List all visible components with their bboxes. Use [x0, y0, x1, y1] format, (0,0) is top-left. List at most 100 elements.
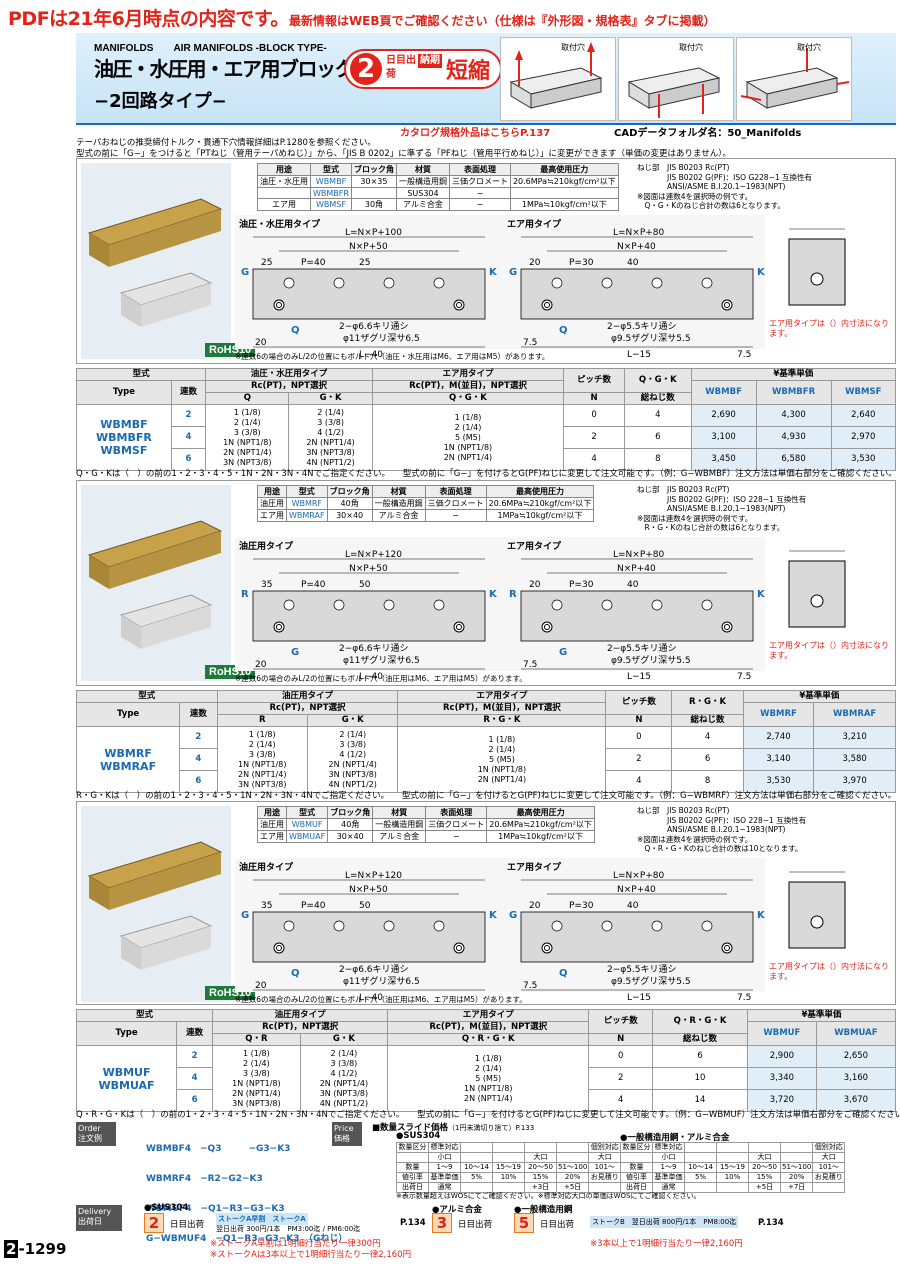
slide-cell	[779, 1142, 814, 1153]
spec-cell: 1MPa≒10kgf/cm²以下	[486, 830, 595, 843]
svg-text:P=40: P=40	[301, 901, 326, 911]
slide-cell	[460, 1152, 493, 1163]
svg-text:Q: Q	[559, 325, 568, 336]
stock-a-box: ストークA早割 ストークA	[216, 1213, 308, 1225]
side-note: エア用タイプは（）内寸法になります。	[769, 962, 889, 981]
price-subheader: R・G・K	[397, 714, 607, 727]
price-header: Q・R・G・K	[652, 1009, 748, 1034]
delivery-sus-label: ●SUS304	[144, 1203, 189, 1213]
pitch-count: 2	[605, 748, 673, 771]
slide-cell: 大口	[748, 1152, 781, 1163]
spec-cell: 三価クロメート	[425, 818, 488, 831]
thread-total: 8	[671, 770, 744, 793]
slide-cell	[716, 1142, 749, 1153]
slide-cell	[460, 1142, 493, 1153]
price-header: 連数	[170, 380, 207, 405]
cad-folder: CADデータフォルダ名：50_Manifolds	[614, 128, 802, 139]
price-cell: 3,670	[815, 1089, 897, 1112]
svg-text:G: G	[509, 910, 517, 921]
svg-text:50: 50	[359, 580, 371, 590]
svg-text:35: 35	[261, 580, 272, 590]
spec-cell	[350, 187, 397, 199]
spec-header: 最高使用圧力	[509, 163, 619, 176]
slide-cell: 数量区分	[620, 1142, 653, 1153]
price-header: ¥基準単価	[742, 690, 897, 703]
slide-cell	[555, 1142, 590, 1153]
stock-a-note1: ※ストークA早割は1明細行当たり一律300円	[210, 1239, 381, 1249]
price-subheader: Q	[205, 392, 290, 405]
spec-cell: 30角	[350, 198, 397, 211]
delivery-al-label: ●アルミ合金	[432, 1205, 482, 1215]
spec-cell: エア用	[257, 509, 287, 522]
torque-note: テーパおねじの推奨締付トルク・貫通下穴情報詳細はP.1280を参照ください。	[76, 138, 376, 148]
svg-text:7.5: 7.5	[737, 993, 751, 1003]
catalog-link[interactable]: カタログ規格外品はこちらP.137	[400, 128, 551, 139]
price-header: Rc(PT)，M(並目)，NPT選択	[387, 1021, 590, 1034]
price-header: ¥基準単価	[746, 1009, 897, 1022]
svg-text:L=N×P+120: L=N×P+120	[345, 550, 402, 560]
thread-options-air: 1 (1/8) 2 (1/4) 5 (M5) 1N (NPT1/8) 2N (N…	[371, 404, 565, 471]
price-subheader-n: N	[563, 392, 625, 405]
slide-cell: 標準対応	[652, 1142, 685, 1153]
stock-b-note: ※3本以上で1明細行当たり一律2,160円	[590, 1239, 743, 1249]
pitch-count: 2	[588, 1067, 654, 1090]
mount-diagram-2: 取付穴	[618, 37, 734, 121]
price-header: 油圧用タイプ	[212, 1009, 389, 1022]
svg-text:20: 20	[529, 580, 541, 590]
price-cell: 3,580	[813, 748, 896, 771]
price-cell: 4,300	[755, 404, 832, 427]
thread-note-line: Q・R・G・Kのねじ合計の数は10となります。	[637, 844, 803, 853]
thread-note-line: ※図面は連数4を選択時の例です。	[637, 834, 753, 844]
thread-select-note-1: Q・G・Kは（ ）の前の1・2・3・4・5・1N・2N・3N・4Nでご指定くださ…	[76, 469, 897, 479]
thread-note-line: ※図面は連数4を選択時の例です。	[637, 513, 753, 523]
price-cell: 3,210	[813, 726, 896, 749]
svg-text:φ11ザグリ深サ6.5: φ11ザグリ深サ6.5	[343, 975, 420, 987]
price-cell: 2,740	[742, 726, 815, 749]
price-subheader: R	[216, 714, 308, 727]
thread-total: 6	[623, 426, 692, 449]
spec-header: 型式	[310, 163, 352, 176]
block-diagram-icon	[740, 48, 850, 109]
svg-text:K: K	[757, 589, 765, 600]
price-subheader-total: 総ねじ数	[652, 1033, 748, 1046]
slide-cell: 小口	[652, 1152, 685, 1163]
svg-text:2−φ5.5キリ通シ: 2−φ5.5キリ通シ	[607, 964, 677, 975]
thread-note-line: ねじ部 JIS B0203 Rc(PT)	[637, 806, 730, 815]
spec-cell: −	[448, 187, 511, 199]
spec-cell: 20.6MPa≒210kgf/cm²以下	[486, 818, 595, 831]
price-header: 型式	[76, 690, 218, 703]
spec-cell: エア用	[257, 830, 287, 843]
price-header: Type	[75, 702, 181, 727]
spec-header: 用途	[257, 163, 311, 176]
spec-cell: 三価クロメート	[448, 175, 511, 188]
price-header: 型式	[75, 1009, 214, 1022]
side-view	[769, 219, 889, 329]
price-header: Rc(PT)，M(並目)，NPT選択	[371, 380, 565, 393]
slide-cell: 10%	[492, 1172, 525, 1183]
svg-text:7.5: 7.5	[737, 672, 751, 682]
thread-note-line: ねじ部 JIS B0203 Rc(PT)	[637, 485, 730, 494]
svg-text:G: G	[241, 267, 249, 278]
svg-text:L=N×P+80: L=N×P+80	[613, 550, 665, 560]
slide-cell: 51〜100	[555, 1162, 590, 1173]
mount-diagram-1: 取付穴	[500, 37, 616, 121]
price-header: 油圧・水圧用タイプ	[205, 368, 373, 381]
svg-text:L=N×P+100: L=N×P+100	[345, 228, 402, 238]
pitch-count: 4	[588, 1089, 654, 1112]
stock-b-page[interactable]: P.134	[758, 1218, 784, 1228]
price-qty: 6	[176, 1089, 214, 1112]
spec-cell: 40角	[326, 497, 373, 510]
spec-cell: 30×40	[327, 830, 374, 843]
svg-text:K: K	[757, 267, 765, 278]
price-header: 連数	[176, 1021, 214, 1046]
thread-select-note-3: Q・R・G・Kは（ ）の前の1・2・3・4・5・1N・2N・3N・4Nでご指定く…	[76, 1110, 900, 1120]
thread-options-air: 1 (1/8) 2 (1/4) 5 (M5) 1N (NPT1/8) 2N (N…	[387, 1045, 590, 1112]
slide-cell: +7日	[779, 1182, 814, 1193]
price-cell: 3,450	[690, 448, 757, 471]
stock-a-page[interactable]: P.134	[400, 1218, 426, 1228]
spec-header: 最高使用圧力	[486, 806, 595, 819]
